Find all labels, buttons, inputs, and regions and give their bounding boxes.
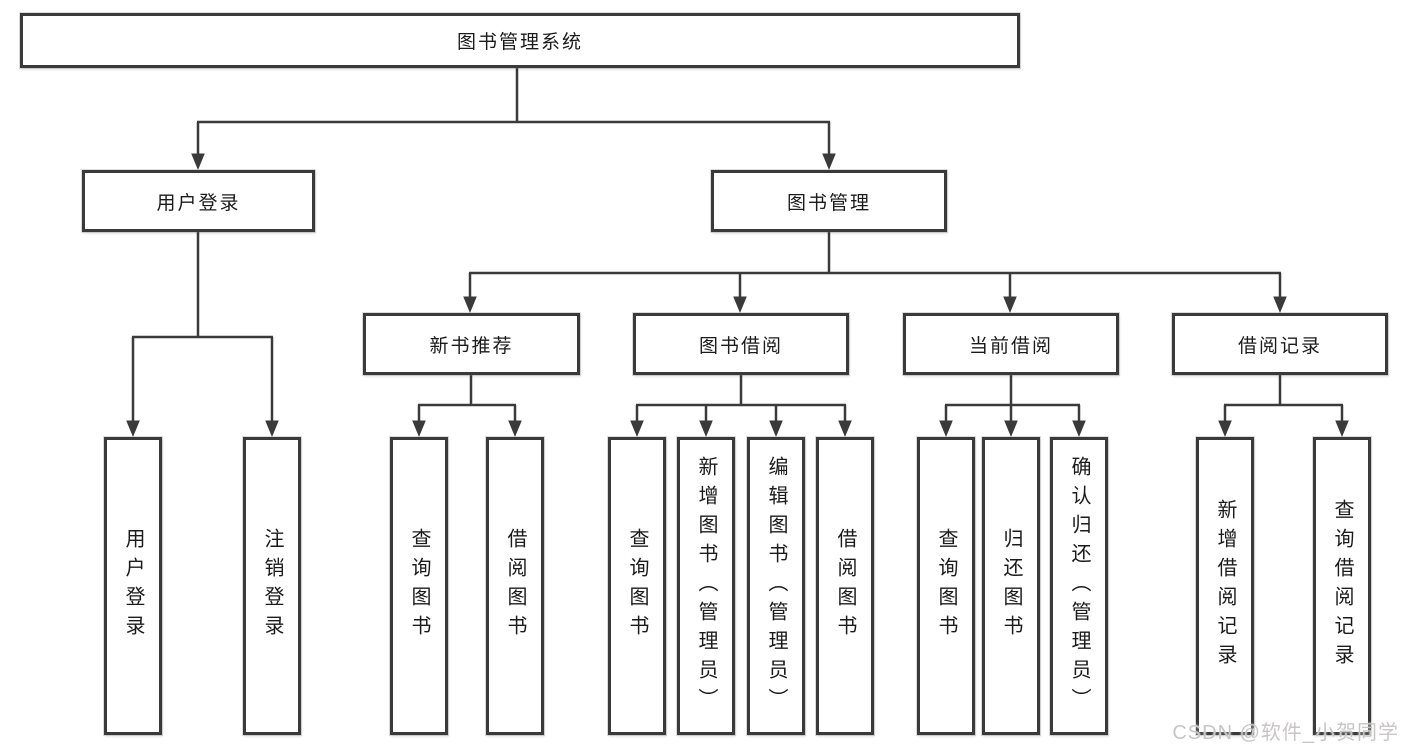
leaf-borrowing-borrow-books: 借阅图书	[816, 437, 874, 735]
arrowhead-icon	[1218, 420, 1232, 437]
node-label: 借阅图书	[834, 528, 856, 644]
node-label: 图书借阅	[698, 335, 783, 357]
node-label: 新增图书（管理员）	[695, 455, 717, 717]
leaf-newbook-borrow-books: 借阅图书	[486, 437, 544, 735]
node-label: 用户登录	[122, 528, 144, 644]
node-label: 新书推荐	[429, 335, 514, 357]
leaf-newbook-query-books: 查询图书	[390, 437, 448, 735]
node-label: 新增借阅记录	[1214, 499, 1236, 673]
arrowhead-icon	[1273, 296, 1287, 313]
node-label: 编辑图书（管理员）	[765, 455, 787, 717]
node-new-book-recommend: 新书推荐	[363, 313, 580, 375]
node-label: 当前借阅	[968, 335, 1053, 357]
arrowhead-icon	[191, 153, 205, 170]
leaf-borrowing-edit-books-admin: 编辑图书（管理员）	[747, 437, 805, 735]
node-current-borrowing: 当前借阅	[903, 313, 1119, 375]
node-library-management-system: 图书管理系统	[20, 13, 1020, 68]
arrowhead-icon	[126, 420, 140, 437]
leaf-current-query-books: 查询图书	[917, 437, 975, 735]
arrowhead-icon	[412, 420, 426, 437]
arrowhead-icon	[939, 420, 953, 437]
arrowhead-icon	[699, 420, 713, 437]
leaf-current-return-books: 归还图书	[982, 437, 1040, 735]
leaf-records-query-record: 查询借阅记录	[1313, 437, 1371, 735]
leaf-current-confirm-return-admin: 确认归还（管理员）	[1050, 437, 1108, 735]
leaf-logout: 注销登录	[243, 437, 301, 735]
node-label: 借阅记录	[1237, 335, 1322, 357]
node-label: 查询图书	[935, 528, 957, 644]
node-label: 图书管理	[786, 192, 871, 214]
node-label: 借阅图书	[504, 528, 526, 644]
node-label: 图书管理系统	[456, 32, 583, 53]
node-borrowing-records: 借阅记录	[1172, 313, 1388, 375]
leaf-borrowing-add-books-admin: 新增图书（管理员）	[677, 437, 735, 735]
arrowhead-icon	[1072, 420, 1086, 437]
arrowhead-icon	[630, 420, 644, 437]
arrowhead-icon	[1335, 420, 1349, 437]
node-label: 查询借阅记录	[1331, 499, 1353, 673]
leaf-user-login: 用户登录	[104, 437, 162, 735]
node-label: 查询图书	[408, 528, 430, 644]
arrowhead-icon	[1004, 420, 1018, 437]
arrowhead-icon	[822, 153, 836, 170]
leaf-records-add-record: 新增借阅记录	[1196, 437, 1254, 735]
node-user-login: 用户登录	[82, 170, 315, 232]
arrowhead-icon	[733, 296, 747, 313]
node-label: 确认归还（管理员）	[1068, 455, 1090, 717]
node-label: 用户登录	[156, 192, 241, 214]
watermark: CSDN @软件_小贺同学	[1172, 722, 1399, 744]
arrowhead-icon	[265, 420, 279, 437]
arrowhead-icon	[508, 420, 522, 437]
leaf-borrowing-query-books: 查询图书	[608, 437, 666, 735]
node-book-management: 图书管理	[711, 170, 947, 232]
node-book-borrowing: 图书借阅	[633, 313, 849, 375]
arrowhead-icon	[1003, 296, 1017, 313]
node-label: 查询图书	[626, 528, 648, 644]
arrowhead-icon	[838, 420, 852, 437]
arrowhead-icon	[769, 420, 783, 437]
node-label: 注销登录	[261, 528, 283, 644]
node-label: 归还图书	[1000, 528, 1022, 644]
arrowhead-icon	[463, 296, 477, 313]
